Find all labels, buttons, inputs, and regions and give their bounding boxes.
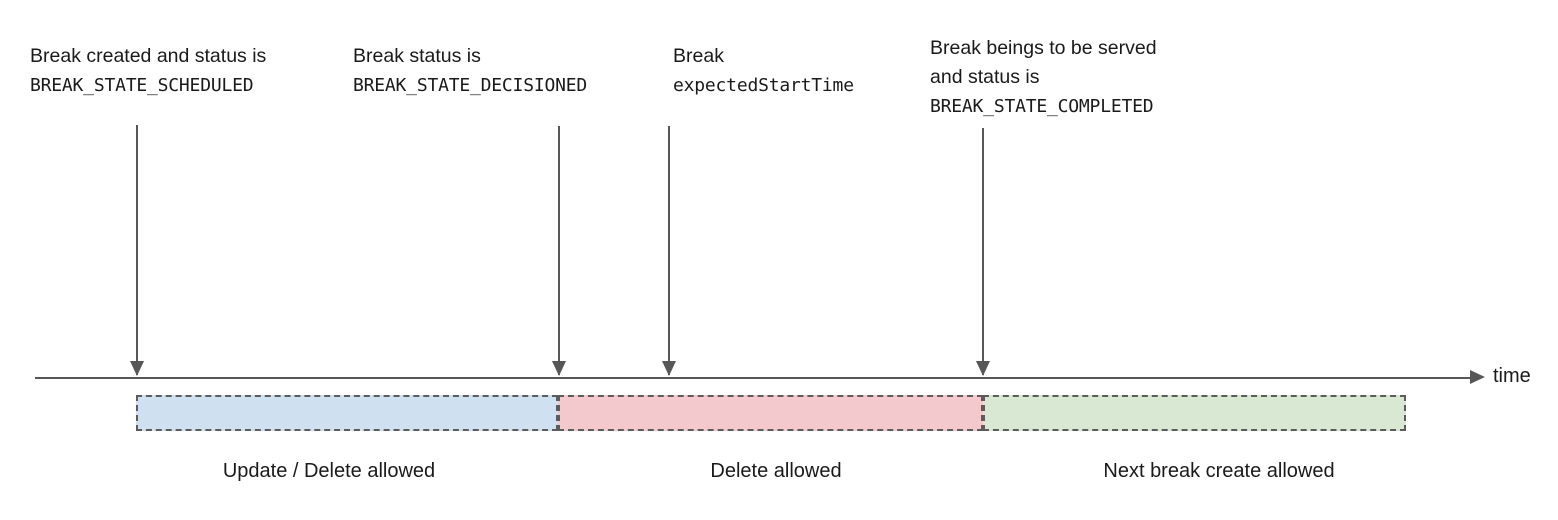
marker-arrow-break-completed (976, 128, 990, 376)
marker-arrow-break-decisioned (552, 126, 566, 376)
annotation-code: BREAK_STATE_SCHEDULED (30, 75, 254, 96)
annotation-break-decisioned: Break status is BREAK_STATE_DECISIONED (353, 42, 587, 100)
time-axis-line (35, 377, 1470, 379)
arrow-stem (558, 126, 560, 375)
marker-arrow-break-created (130, 125, 144, 376)
annotation-expected-start-time: Break expectedStartTime (673, 42, 854, 100)
arrow-head-icon (662, 361, 676, 376)
arrow-stem (136, 125, 138, 375)
arrow-head-icon (552, 361, 566, 376)
annotation-line: Break (673, 45, 724, 67)
phase-bar-update-delete (136, 395, 558, 431)
annotation-break-created: Break created and status is BREAK_STATE_… (30, 42, 266, 100)
annotation-code: expectedStartTime (673, 75, 854, 96)
phase-bar-next-break-create (983, 395, 1406, 431)
annotation-line: Break created and status is (30, 45, 267, 67)
annotation-code: BREAK_STATE_COMPLETED (930, 96, 1154, 117)
phase-bar-delete-only (558, 395, 983, 431)
marker-arrow-expected-start-time (662, 126, 676, 376)
phase-caption-update-delete: Update / Delete allowed (222, 460, 436, 482)
arrow-head-icon (976, 361, 990, 376)
annotation-line: Break beings to be served (930, 37, 1157, 59)
arrow-stem (668, 126, 670, 375)
phase-caption-next-break-create: Next break create allowed (1103, 460, 1335, 482)
arrow-head-icon (130, 361, 144, 376)
annotation-line: Break status is (353, 45, 481, 67)
annotation-line: and status is (930, 66, 1040, 88)
arrow-stem (982, 128, 984, 375)
time-axis-arrow-icon (1470, 370, 1485, 385)
phase-caption-delete-only: Delete allowed (710, 460, 842, 482)
annotation-break-completed: Break beings to be served and status is … (930, 34, 1157, 121)
annotation-code: BREAK_STATE_DECISIONED (353, 75, 588, 96)
time-axis-label: time (1493, 365, 1531, 387)
